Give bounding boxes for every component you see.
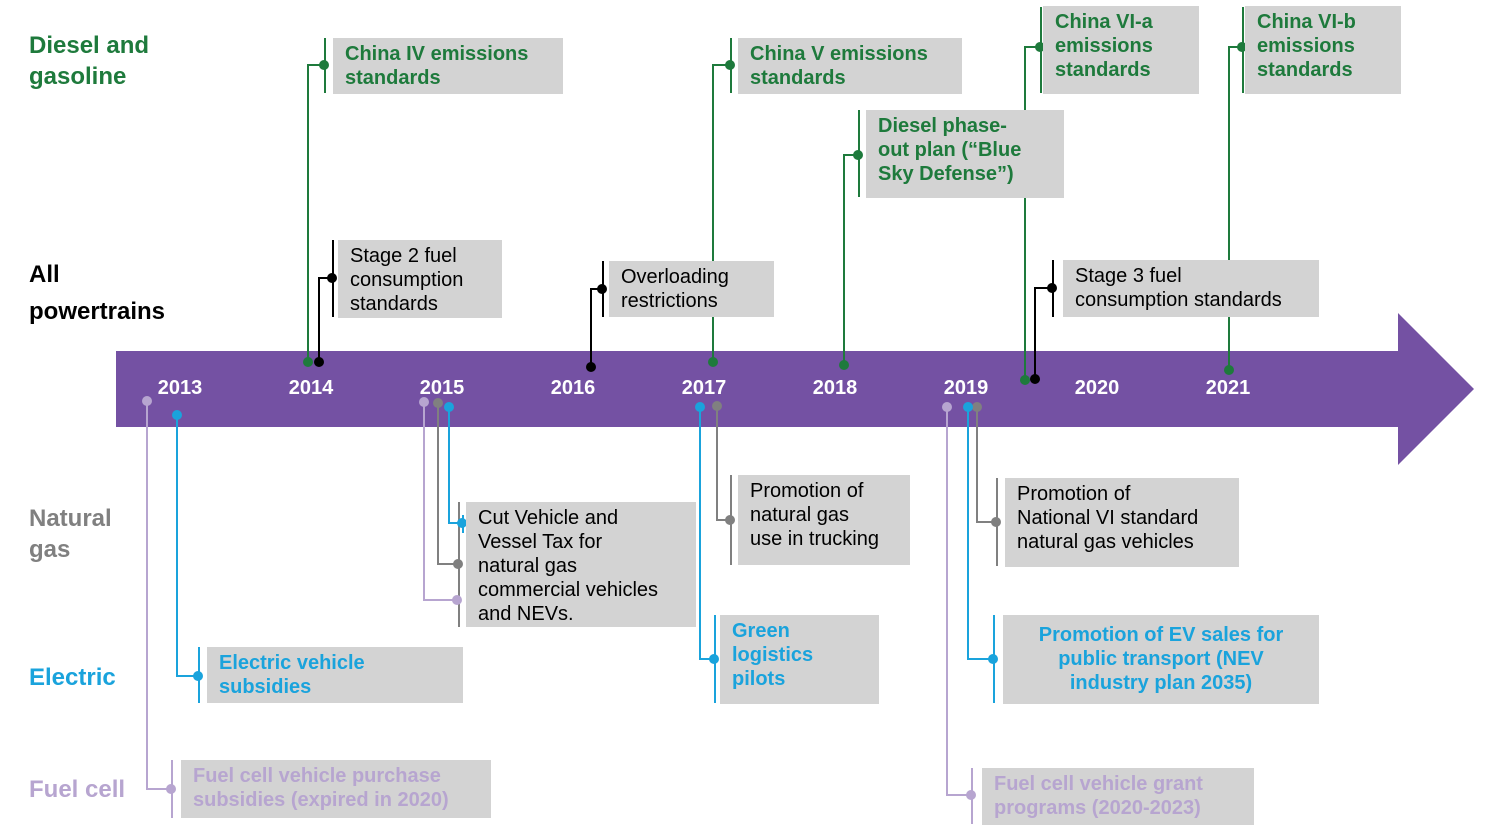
category-label-all-powertrains: All powertrains (29, 261, 166, 325)
connector-stage-3 (1034, 287, 1052, 379)
event-stage-2-fuel: Stage 2 fuel consumption standards (338, 240, 502, 318)
year-label-2018: 2018 (812, 377, 858, 399)
connector-cut-tax-ev (448, 407, 462, 524)
year-label-2014: 2014 (288, 377, 334, 399)
event-china-iv: China IV emissions standards (333, 38, 563, 94)
year-label-2021: 2021 (1205, 377, 1251, 399)
event-overloading: Overloading restrictions (609, 261, 774, 317)
event-green-logistics: Green logistics pilots (720, 615, 879, 704)
event-china-vi-a: China VI-a emissions standards (1043, 6, 1199, 94)
event-china-vi-b: China VI-b emissions standards (1245, 6, 1401, 94)
connector-cut-tax-gas (437, 403, 458, 565)
category-label-diesel: Diesel and gasoline (29, 32, 150, 90)
event-fc-grant-programs: Fuel cell vehicle grant programs (2020-2… (982, 768, 1254, 825)
connector-fc-grant (946, 407, 971, 796)
event-china-v: China V emissions standards (738, 38, 962, 94)
connector-diesel-phaseout (843, 154, 858, 365)
category-label-fuel-cell: Fuel cell (29, 776, 126, 803)
year-label-2017: 2017 (681, 377, 727, 399)
connector-china-vi-a (1024, 46, 1040, 380)
event-promo-national-vi: Promotion of National VI standard natura… (1005, 478, 1239, 567)
event-promo-ev-public: Promotion of EV sales for public transpo… (1003, 615, 1319, 704)
connector-china-vi-b (1228, 46, 1242, 370)
connector-stage-2 (318, 277, 332, 362)
connector-cut-tax-fc (423, 402, 457, 601)
category-label-electric: Electric (29, 664, 116, 691)
event-cut-vehicle-tax: Cut Vehicle and Vessel Tax for natural g… (466, 502, 696, 627)
year-label-2015: 2015 (419, 377, 465, 399)
timeline-arrow-body (116, 351, 1400, 427)
event-fc-purchase-subsidies: Fuel cell vehicle purchase subsidies (ex… (181, 760, 491, 818)
connector-overloading (590, 288, 602, 367)
category-label-natural-gas: Natural gas (29, 505, 112, 563)
event-stage-3-fuel: Stage 3 fuel consumption standards (1063, 260, 1319, 317)
year-label-2020: 2020 (1074, 377, 1120, 399)
connector-promo-gas-trucking (716, 406, 730, 521)
timeline-arrow-head (1398, 313, 1474, 465)
connector-ev-subsidies (176, 415, 198, 677)
year-label-2013: 2013 (157, 377, 203, 399)
event-diesel-phaseout: Diesel phase- out plan (“Blue Sky Defens… (866, 110, 1064, 198)
connector-china-v (712, 64, 730, 362)
event-ev-subsidies: Electric vehicle subsidies (207, 647, 463, 703)
connector-green-logistics (699, 407, 714, 660)
connector-promo-national-vi (976, 407, 996, 523)
connector-china-iv (307, 64, 324, 362)
event-promo-gas-trucking: Promotion of natural gas use in trucking (738, 475, 910, 565)
connector-fc-purchase (146, 401, 171, 790)
year-label-2016: 2016 (550, 377, 596, 399)
year-label-2019: 2019 (943, 377, 989, 399)
connector-promo-ev-public (967, 407, 993, 660)
